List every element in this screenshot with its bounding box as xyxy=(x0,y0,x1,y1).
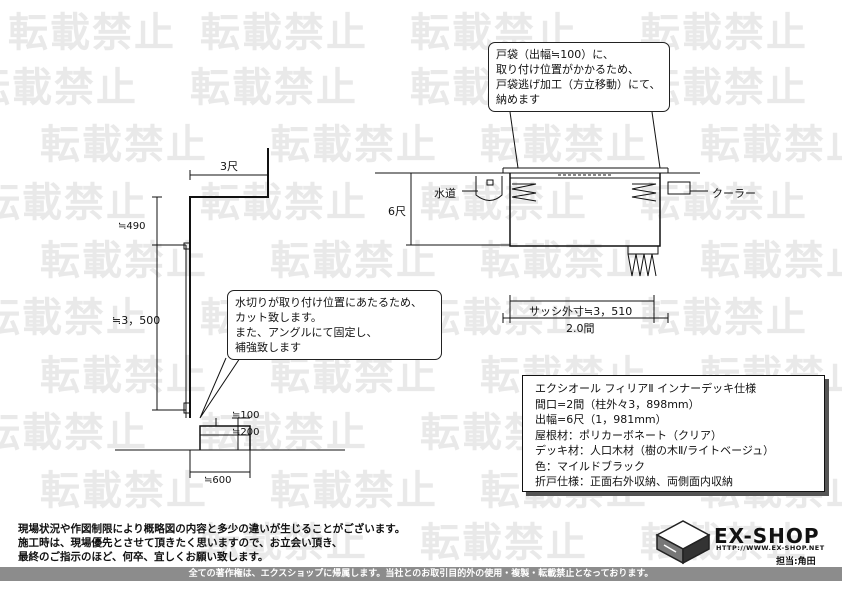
dim-label-bottom: ≒600 xyxy=(204,475,232,486)
water-tap xyxy=(486,179,494,186)
cooler-unit xyxy=(667,181,691,195)
side-view-drawing xyxy=(115,148,345,478)
logo-cube-icon xyxy=(655,520,711,565)
dim-label-top: 3尺 xyxy=(220,160,238,173)
copyright-footer: 全ての著作権は、エクスショップに帰属します。当社とのお取引目的外の使用・複製・転… xyxy=(0,567,842,581)
logo-url: HTTP://WWW.EX-SHOP.NET xyxy=(716,544,825,552)
foundation-hatch xyxy=(627,253,657,277)
logo-name: EX-SHOP xyxy=(714,524,820,548)
callout-left-line: 水切りが取り付け位置にあたるため、 xyxy=(235,296,422,309)
callout-right: 戸袋（出幅≒100）に、 取り付け位置がかかるため、 戸袋逃げ加工（方立移動）に… xyxy=(488,42,670,112)
post-lower-joint xyxy=(183,402,191,414)
callout-left-line: また、アングルにて固定し、 xyxy=(235,326,378,339)
house-wall-outline xyxy=(189,148,269,418)
callout-right-line: 戸袋逃げ加工（方立移動）にて、 xyxy=(496,78,661,91)
notice-text: 現場状況や作図制限により概略図の内容と多少の違いが生じることがございます。 施工… xyxy=(18,522,405,564)
spec-line: 色：マイルドブラック xyxy=(535,459,645,473)
callout-left-line: カット致します。 xyxy=(235,311,322,324)
callout-right-pointer-right xyxy=(651,111,661,169)
dim-label-height: ≒3，500 xyxy=(112,314,161,327)
notice-line: 最終のご指示のほど、何卒、宜しくお願い致します。 xyxy=(18,551,269,563)
spring-left xyxy=(511,183,537,202)
spec-line: 屋根材：ポリカーボネート（クリア） xyxy=(535,428,722,442)
dim-label-depth: 6尺 xyxy=(388,205,406,218)
spring-right xyxy=(631,183,657,202)
front-view-drawing xyxy=(375,111,708,323)
callout-left-pointer xyxy=(199,357,241,419)
callout-right-pointer-left xyxy=(509,111,519,169)
spec-line: 折戸仕様：正面右外収納、両側面内収納 xyxy=(535,475,733,488)
water-pipe xyxy=(475,176,503,201)
label-cooler: クーラー xyxy=(712,187,756,200)
callout-right-line: 納めます xyxy=(496,93,540,106)
spec-title: エクシオール フィリアⅡ インナーデッキ仕様 xyxy=(535,382,757,395)
callout-right-line: 取り付け位置がかかるため、 xyxy=(496,63,639,76)
callout-right-line: 戸袋（出幅≒100）に、 xyxy=(496,48,614,61)
callout-left-line: 補強致します xyxy=(235,341,301,354)
spec-line: デッキ材：人口木材（樹の木Ⅱ/ライトベージュ） xyxy=(535,444,775,457)
foundation-block xyxy=(627,245,659,255)
spec-line: 間口=2間（柱外々3，898mm） xyxy=(535,397,700,411)
callout-left: 水切りが取り付け位置にあたるため、 カット致します。 また、アングルにて固定し、… xyxy=(227,290,442,360)
post-top-cap xyxy=(183,242,191,250)
deck-base xyxy=(199,425,251,450)
dim-label-200: ≒200 xyxy=(232,427,260,438)
deck-box xyxy=(509,173,661,247)
dim-label-upper: ≒490 xyxy=(118,221,146,232)
notice-line: 施工時は、現場優先とさせて頂きたく思いますので、お立会い頂き、 xyxy=(18,537,343,549)
label-water: 水道 xyxy=(434,187,456,200)
dim-label-100: ≒100 xyxy=(232,410,260,421)
spec-line: 出幅=6尺（1，981mm） xyxy=(535,413,667,426)
notice-line: 現場状況や作図制限により概略図の内容と多少の違いが生じることがございます。 xyxy=(18,523,406,535)
person-in-charge: 担当:角田 xyxy=(776,557,816,567)
dim-label-sash: サッシ外寸≒3，510 xyxy=(529,305,633,318)
spec-box: エクシオール フィリアⅡ インナーデッキ仕様 間口=2間（柱外々3，898mm）… xyxy=(522,375,825,492)
dim-label-span: 2.0間 xyxy=(566,322,595,335)
